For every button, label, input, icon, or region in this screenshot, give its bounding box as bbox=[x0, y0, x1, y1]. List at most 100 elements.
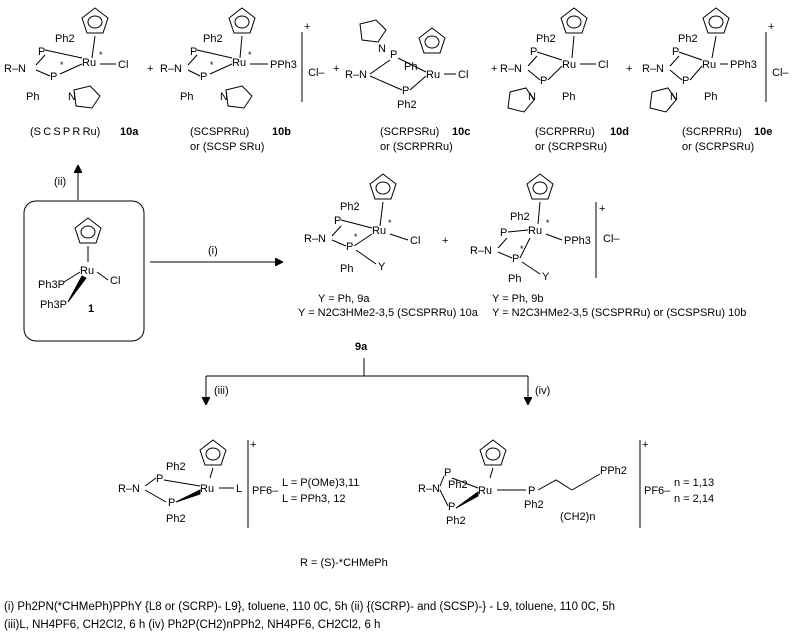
stereo-star: * bbox=[388, 218, 392, 228]
pph3-group: PPh3 bbox=[730, 59, 757, 71]
rn-group: R–N bbox=[4, 63, 26, 75]
ru-atom: Ru bbox=[426, 69, 440, 81]
branch-arrows: (iii) (iv) bbox=[206, 358, 550, 404]
n-atom: N bbox=[378, 43, 386, 55]
config-10c-alt: or (SCRPRRu) bbox=[380, 141, 453, 153]
plus-sign: + bbox=[442, 235, 448, 247]
label-1: 1 bbox=[88, 303, 94, 315]
rn-group: R–N bbox=[118, 483, 140, 495]
cyclopentadienyl-icon bbox=[418, 27, 446, 54]
config-10c: (SCRPSRu) bbox=[380, 126, 439, 138]
ph3p-ligand: Ph3P bbox=[40, 299, 67, 311]
rn-group: R–N bbox=[418, 483, 440, 495]
ru-atom: Ru bbox=[528, 225, 542, 237]
ph2-label: Ph2 bbox=[166, 461, 186, 473]
stereo-star: * bbox=[99, 50, 103, 60]
plus-sign: + bbox=[491, 63, 497, 75]
p-atom: P bbox=[512, 253, 519, 265]
n-atom: N bbox=[220, 91, 228, 103]
compound-10a: Ph2 P R–N P * Ru * Cl Ph N (S C S P R Ru… bbox=[4, 7, 139, 138]
p-atom: P bbox=[500, 227, 507, 239]
plus-sign: + bbox=[147, 63, 153, 75]
chloride-anion: Cl– bbox=[772, 67, 789, 79]
y-def-9b: Y = Ph, 9b bbox=[492, 293, 543, 305]
p-atom: P bbox=[168, 497, 175, 509]
config-10a: (S C S P R Ru) bbox=[30, 126, 100, 138]
arrow-ii: (ii) bbox=[54, 166, 78, 200]
ph2-label: Ph2 bbox=[397, 99, 417, 111]
compound-10d: Ph2 P R–N P Ru Cl N Ph (SCRPRRu) 10d or … bbox=[500, 7, 629, 153]
cyclopentadienyl-icon bbox=[369, 173, 397, 200]
compound-1-box: Ru Cl Ph3P Ph3P 1 bbox=[23, 200, 145, 342]
ligand-def-12: L = PPh3, 12 bbox=[282, 493, 346, 505]
ph2-label: Ph2 bbox=[203, 33, 223, 45]
chloride-anion: Cl– bbox=[603, 233, 620, 245]
y-substituent: Y bbox=[542, 271, 550, 283]
charge-plus: + bbox=[599, 203, 605, 215]
label-10a: 10a bbox=[120, 126, 139, 138]
compound-10e: Ph2 P R–N P Ru PPh3 N Ph + Cl– (SCRPRRu)… bbox=[642, 7, 789, 153]
methylene-chain: (CH2)n bbox=[560, 511, 595, 523]
ph2-label: Ph2 bbox=[524, 499, 544, 511]
stereo-star: * bbox=[210, 60, 214, 70]
p-atom: P bbox=[528, 485, 535, 497]
cyclopentadienyl-icon bbox=[526, 173, 554, 200]
cl-atom: Cl bbox=[110, 275, 120, 287]
conditions-line-1: (i) Ph2PN(*CHMePh)PPhY {L8 or (SCRP)- L9… bbox=[4, 601, 615, 613]
stereo-star: * bbox=[354, 232, 358, 242]
stereo-star: * bbox=[60, 60, 64, 70]
arrow-label-i: (i) bbox=[208, 245, 218, 257]
label-10e: 10e bbox=[754, 126, 772, 138]
arrow-i: (i) bbox=[150, 245, 282, 262]
ru-atom: Ru bbox=[200, 483, 214, 495]
config-10e: (SCRPRRu) bbox=[682, 126, 742, 138]
p-atom: P bbox=[444, 467, 451, 479]
cl-atom: Cl bbox=[598, 59, 608, 71]
p-atom: P bbox=[334, 215, 341, 227]
config-10d-alt: or (SCRPSRu) bbox=[535, 141, 607, 153]
p-atom: P bbox=[38, 46, 45, 58]
ru-atom: Ru bbox=[372, 225, 386, 237]
ph2-label: Ph2 bbox=[536, 33, 556, 45]
ph2-label: Ph2 bbox=[340, 201, 360, 213]
config-10b: (SCSPRRu) bbox=[190, 126, 249, 138]
cyclopentadienyl-icon bbox=[81, 7, 109, 34]
cyclopentadienyl-icon bbox=[560, 7, 588, 34]
ph-label: Ph bbox=[404, 61, 417, 73]
ph2-label: Ph2 bbox=[166, 513, 186, 525]
chloride-anion: Cl– bbox=[308, 67, 325, 79]
ph2-label: Ph2 bbox=[446, 515, 466, 527]
rn-group: R–N bbox=[500, 63, 522, 75]
p-atom: P bbox=[346, 241, 353, 253]
p-atom: P bbox=[530, 46, 537, 58]
ligand-def-11: L = P(OMe)3,11 bbox=[282, 477, 359, 489]
conditions-line-2: (iii)L, NH4PF6, CH2Cl2, 6 h (iv) Ph2P(CH… bbox=[4, 619, 380, 631]
rn-group: R–N bbox=[160, 63, 182, 75]
p-atom: P bbox=[540, 75, 547, 87]
compound-13-14: P Ph2 R–N P Ph2 Ru P Ph2 (CH2)n PPh2 + P… bbox=[418, 439, 714, 528]
p-atom: P bbox=[390, 49, 397, 61]
pf6-anion: PF6– bbox=[252, 485, 279, 497]
compound-10b: Ph2 P R–N P * Ru * PPh3 Ph N + Cl– (SCSP… bbox=[160, 7, 325, 153]
cyclopentadienyl-icon bbox=[199, 439, 227, 466]
cyclopentadienyl-icon bbox=[74, 217, 102, 244]
ph-label: Ph bbox=[180, 91, 193, 103]
branch-label-9a: 9a bbox=[355, 341, 368, 353]
ru-atom: Ru bbox=[478, 485, 492, 497]
cyclopentadienyl-icon bbox=[702, 7, 730, 34]
pf6-anion: PF6– bbox=[644, 485, 671, 497]
arrow-label-iii: (iii) bbox=[214, 385, 229, 397]
ph2-label: Ph2 bbox=[55, 33, 75, 45]
cyclopentadienyl-icon bbox=[479, 439, 507, 466]
charge-plus: + bbox=[768, 21, 774, 33]
label-10d: 10d bbox=[610, 126, 629, 138]
p-atom: P bbox=[156, 473, 163, 485]
y-substituent: Y bbox=[378, 261, 386, 273]
plus-sign: + bbox=[333, 63, 339, 75]
r-definition: R = (S)-*CHMePh bbox=[300, 557, 388, 569]
ru-atom: Ru bbox=[82, 57, 96, 69]
ph2-label: Ph2 bbox=[510, 211, 530, 223]
l-ligand: L bbox=[236, 483, 242, 495]
n-def-14: n = 2,14 bbox=[674, 493, 714, 505]
